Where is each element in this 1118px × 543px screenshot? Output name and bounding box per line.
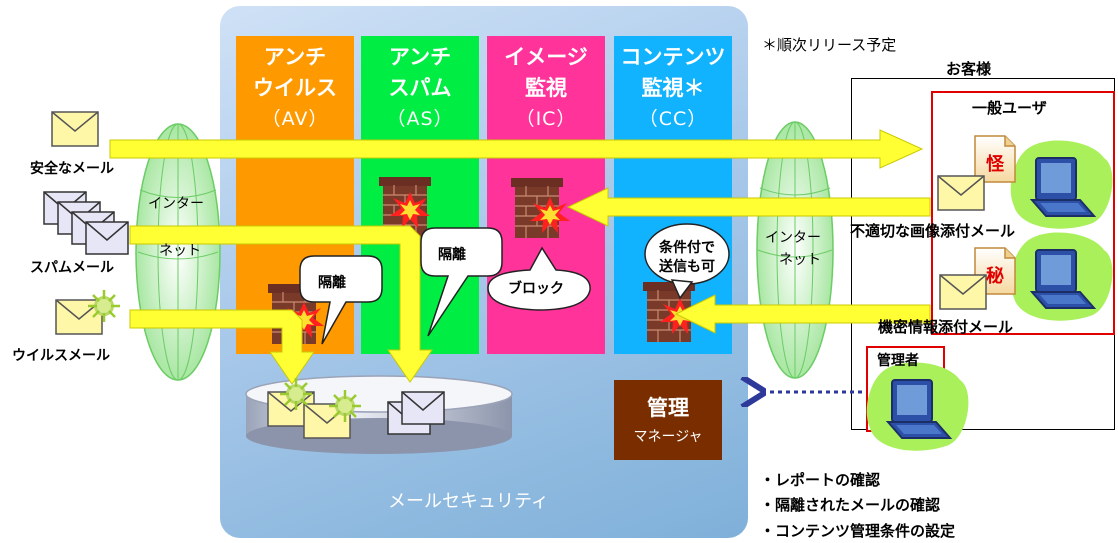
- quarantine-label-1: 隔離: [318, 275, 346, 291]
- admin-label: 管理者: [877, 353, 919, 369]
- spam-mail-label: スパムメール: [30, 260, 114, 276]
- column-as-line2: スパム: [388, 76, 452, 100]
- admin-laptop: [865, 361, 970, 452]
- callout-quarantine-1: [299, 255, 383, 345]
- arrow-inappropriate-image: [566, 187, 931, 227]
- arrow-safe-mail: [109, 129, 924, 169]
- note-item-quarantine-check: ・隔離されたメールの確認: [760, 496, 941, 514]
- arrow-spam-mail: [129, 225, 433, 383]
- suspicious-mark: 怪: [986, 153, 1005, 175]
- confidential-mail-icon: [939, 274, 987, 310]
- conditional-label-1: 条件付で: [659, 240, 715, 256]
- column-as-line1: アンチ: [388, 45, 452, 69]
- secret-mark: 秘: [986, 265, 1004, 287]
- inappropriate-mail-label: 不適切な画像添付メール: [850, 222, 1016, 240]
- column-av-abbr: （AV）: [261, 108, 329, 130]
- manager-subtitle: マネージャ: [633, 429, 703, 445]
- column-cc-abbr: （CC）: [638, 108, 708, 130]
- virus-mail-label: ウイルスメール: [12, 348, 110, 364]
- safe-mail-icon: [51, 111, 99, 147]
- confidential-mail-label: 機密情報添付メール: [878, 318, 1014, 336]
- column-av-line2: ウイルス: [253, 76, 337, 100]
- mail-security-label: メールセキュリティ: [388, 491, 549, 512]
- customer-title: お客様: [946, 60, 992, 78]
- note-item-report: ・レポートの確認: [760, 471, 881, 489]
- quarantined-spam-mail-2: [401, 391, 445, 425]
- release-note: ＊順次リリース予定: [762, 36, 897, 54]
- callout-block: [487, 246, 591, 311]
- inappropriate-mail-icon: [937, 175, 985, 211]
- column-anti-virus: アンチ ウイルス （AV）: [236, 36, 354, 354]
- safe-mail-label: 安全なメール: [30, 161, 114, 177]
- arrow-confidential: [674, 294, 931, 334]
- user-laptop-2: [1009, 231, 1114, 322]
- quarantine-label-2: 隔離: [438, 247, 466, 263]
- column-av-line1: アンチ: [263, 45, 327, 69]
- block-label: ブロック: [508, 281, 564, 297]
- general-user-box: [931, 91, 1115, 335]
- internet-right-label-1: インター: [765, 230, 821, 246]
- internet-right-label-2: ネット: [779, 252, 821, 268]
- column-ic-abbr: （IC）: [515, 108, 577, 130]
- manager-title: 管理: [647, 396, 689, 420]
- management-manager-box: 管理 マネージャ: [614, 380, 722, 460]
- note-item-content-settings: ・コンテンツ管理条件の設定: [760, 522, 956, 540]
- column-cc-line1: コンテンツ: [620, 45, 726, 69]
- user-laptop-1: [1009, 139, 1114, 230]
- arrow-virus-mail: [129, 309, 315, 385]
- internet-left-label-1: インター: [148, 196, 204, 212]
- conditional-label-2: 送信も可: [659, 259, 715, 275]
- column-ic-line2: 監視: [525, 76, 567, 100]
- column-ic-line1: イメージ: [504, 45, 588, 69]
- callout-quarantine-2: [420, 227, 503, 337]
- column-cc-line2: 監視＊: [641, 76, 705, 100]
- general-user-label: 一般ユーザ: [972, 99, 1047, 117]
- column-as-abbr: （AS）: [386, 108, 454, 130]
- internet-left-label-2: ネット: [159, 243, 201, 259]
